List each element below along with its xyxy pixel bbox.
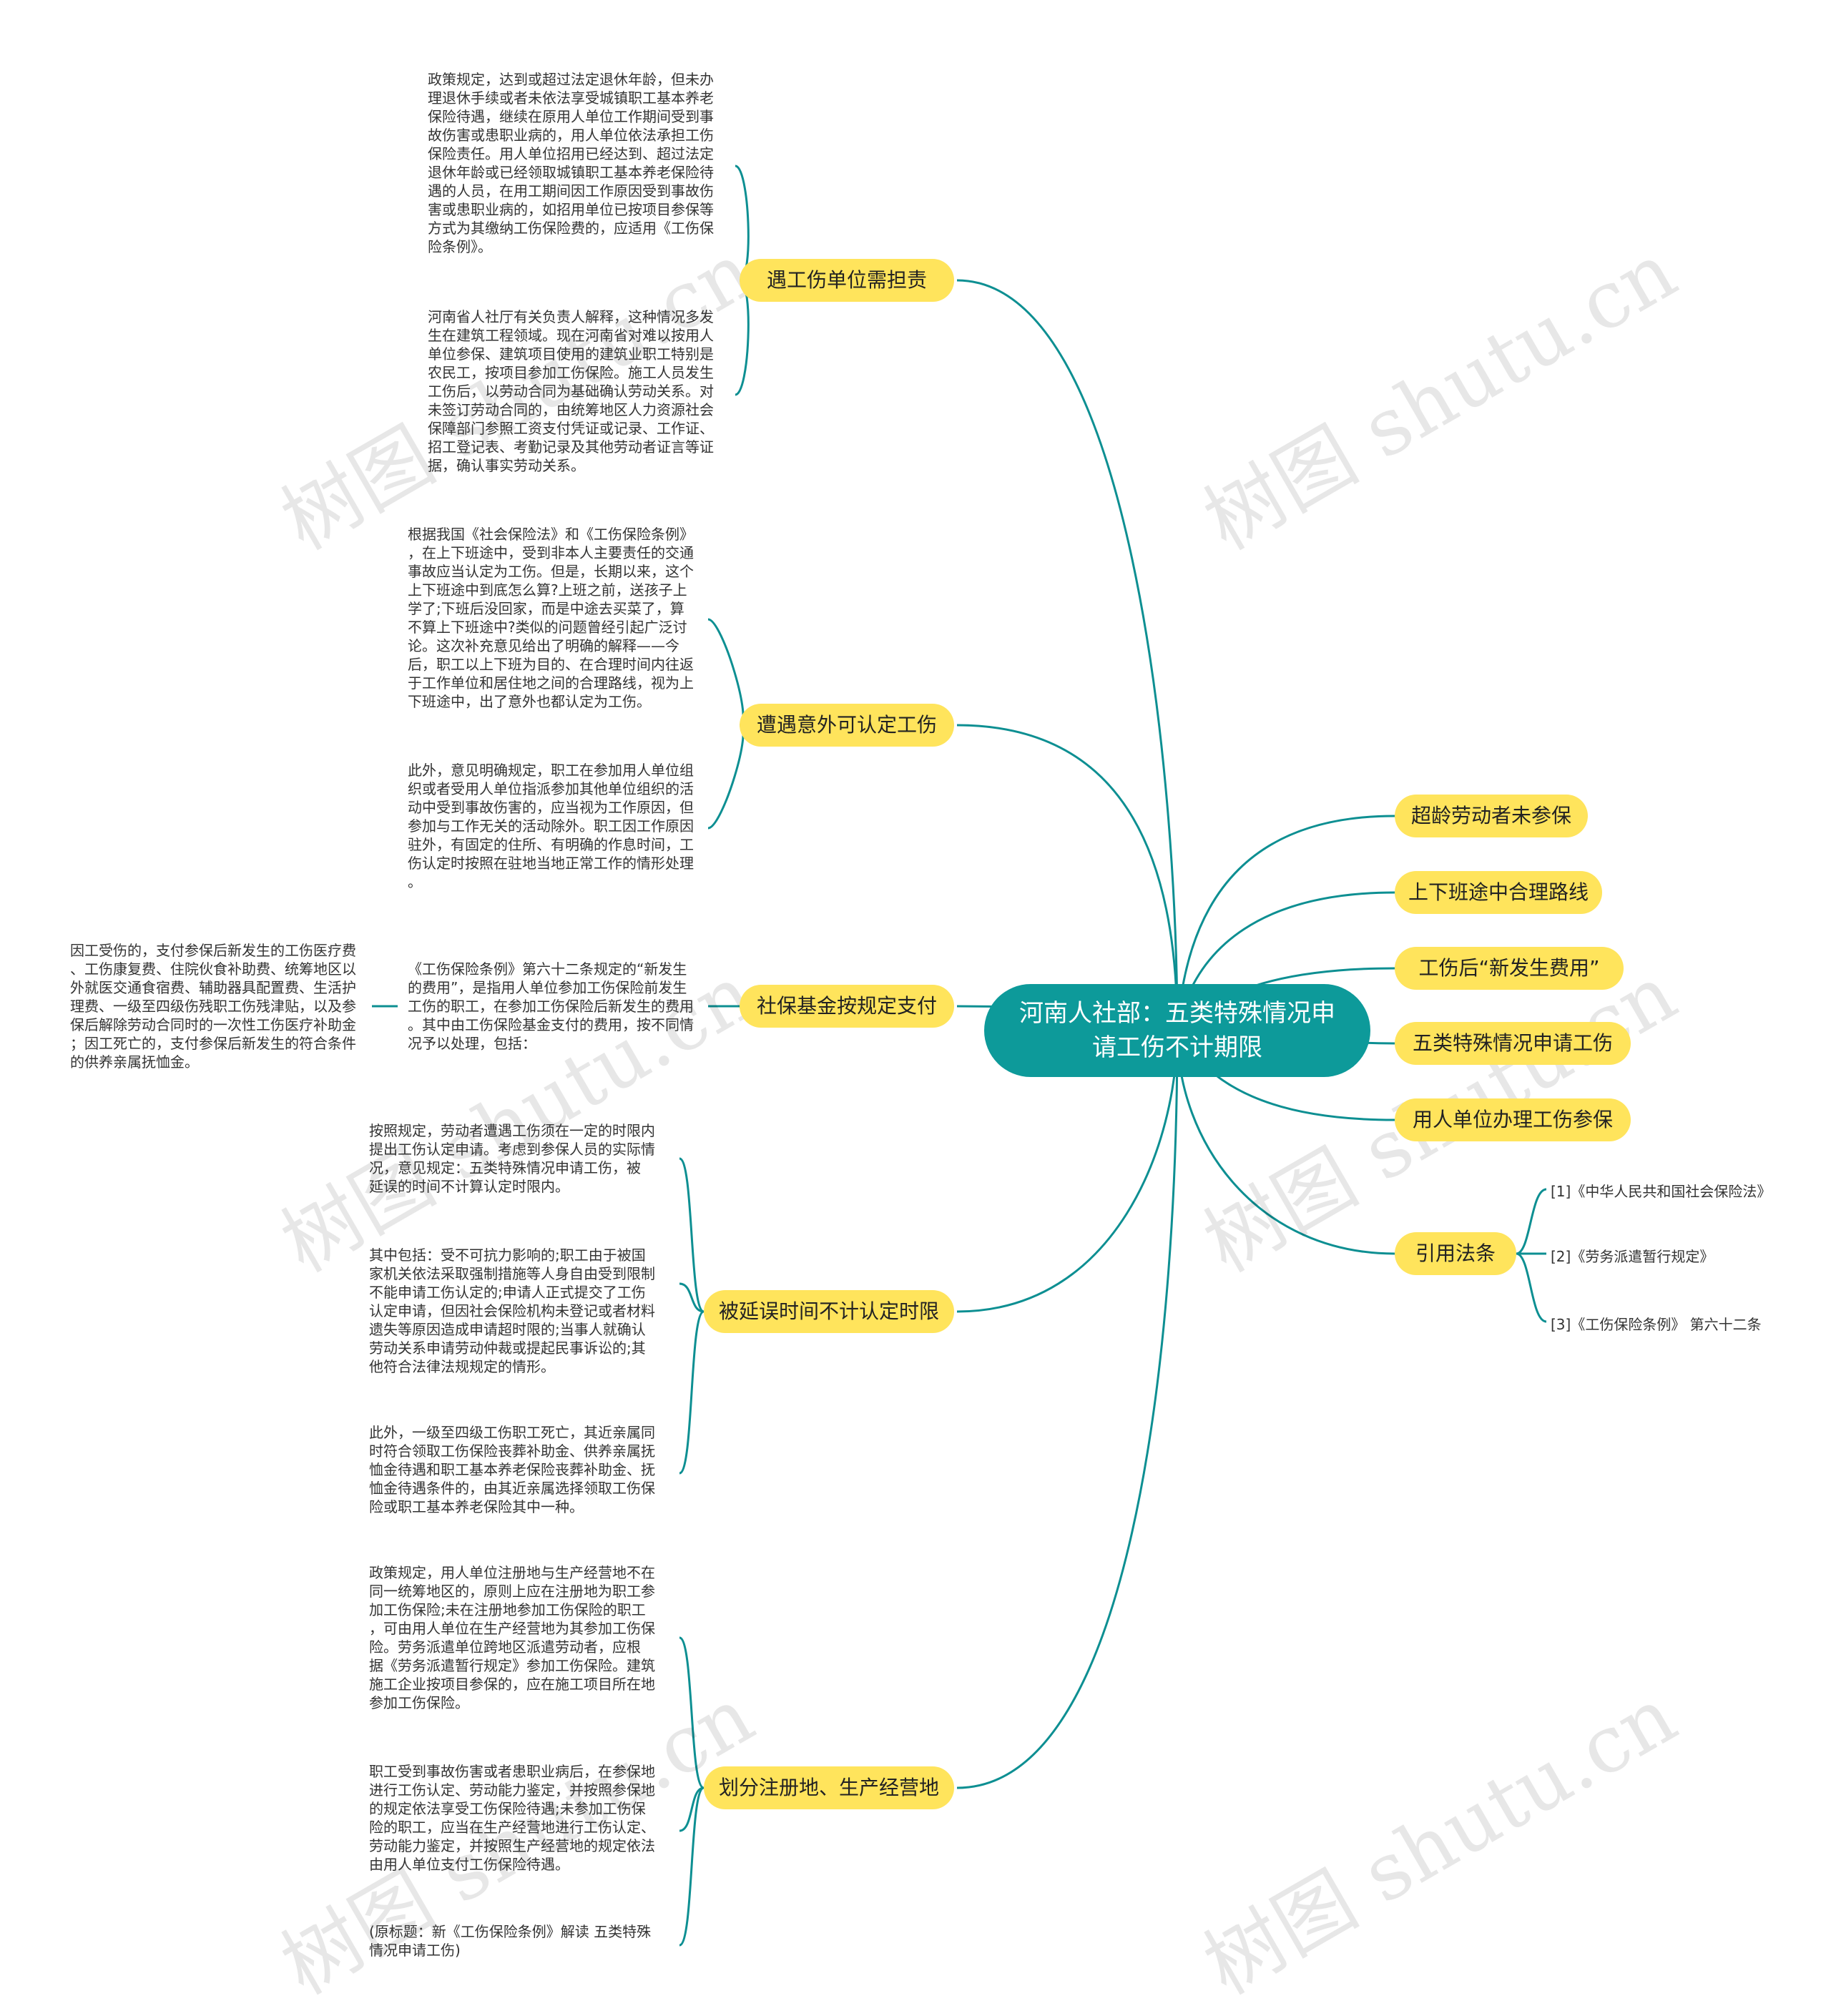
branch-cited-laws[interactable]: 引用法条 <box>1395 1232 1516 1275</box>
reference-item: [1]《中华人民共和国社会保险法》 <box>1551 1183 1772 1200</box>
text-note: 政策规定，用人单位注册地与生产经营地不在 同一统筹地区的，原则上应在注册地为职工… <box>369 1564 655 1711</box>
branch-employer-insurance[interactable]: 用人单位办理工伤参保 <box>1395 1098 1631 1141</box>
reference-item: [2]《劳务派遣暂行规定》 <box>1551 1248 1714 1265</box>
text-note: 此外，意见明确规定，职工在参加用人单位组 织或者受用人单位指派参加其他单位组织的… <box>408 762 694 890</box>
text-note: 按照规定，劳动者遭遇工伤须在一定的时限内 提出工伤认定申请。考虑到参保人员的实际… <box>369 1122 655 1195</box>
text-note: 政策规定，达到或超过法定退休年龄，但未办 理退休手续或者未依法享受城镇职工基本养… <box>428 71 714 255</box>
branch-new-expenses[interactable]: 工伤后“新发生费用” <box>1395 947 1624 990</box>
text-note: 其中包括：受不可抗力影响的;职工由于被国 家机关依法采取强制措施等人身自由受到限… <box>369 1247 655 1375</box>
branch-delay-time[interactable]: 被延误时间不计认定时限 <box>704 1290 954 1333</box>
text-note: 职工受到事故伤害或者患职业病后，在参保地 进行工伤认定、劳动能力鉴定，并按照参保… <box>369 1763 655 1873</box>
branch-work-injury-liability[interactable]: 遇工伤单位需担责 <box>740 259 954 302</box>
text-note: (原标题：新《工伤保险条例》解读 五类特殊 情况申请工伤) <box>369 1923 652 1959</box>
text-note: 此外，一级至四级工伤职工死亡，其近亲属同 时符合领取工伤保险丧葬补助金、供养亲属… <box>369 1424 655 1515</box>
branch-registration-location[interactable]: 划分注册地、生产经营地 <box>704 1766 954 1809</box>
text-note: 因工受伤的，支付参保后新发生的工伤医疗费 、工伤康复费、住院伙食补助费、统筹地区… <box>70 942 356 1071</box>
text-note: 根据我国《社会保险法》和《工伤保险条例》 ，在上下班途中，受到非本人主要责任的交… <box>408 526 694 710</box>
branch-accident-recognition[interactable]: 遭遇意外可认定工伤 <box>740 704 954 747</box>
reference-item: [3]《工伤保险条例》 第六十二条 <box>1551 1316 1762 1333</box>
text-note: 河南省人社厅有关负责人解释，这种情况多发 生在建筑工程领域。现在河南省对难以按用… <box>428 308 714 474</box>
text-note: 《工伤保险条例》第六十二条规定的“新发生 的费用”，是指用人单位参加工伤保险前发… <box>408 960 694 1052</box>
root-topic[interactable]: 河南人社部：五类特殊情况申请工伤不计期限 <box>984 984 1370 1077</box>
branch-overage-workers[interactable]: 超龄劳动者未参保 <box>1395 795 1588 837</box>
root-title: 河南人社部：五类特殊情况申请工伤不计期限 <box>1019 999 1335 1062</box>
branch-commute-route[interactable]: 上下班途中合理路线 <box>1395 871 1602 914</box>
branch-fund-payment[interactable]: 社保基金按规定支付 <box>740 985 954 1028</box>
branch-five-special-cases[interactable]: 五类特殊情况申请工伤 <box>1395 1022 1631 1065</box>
